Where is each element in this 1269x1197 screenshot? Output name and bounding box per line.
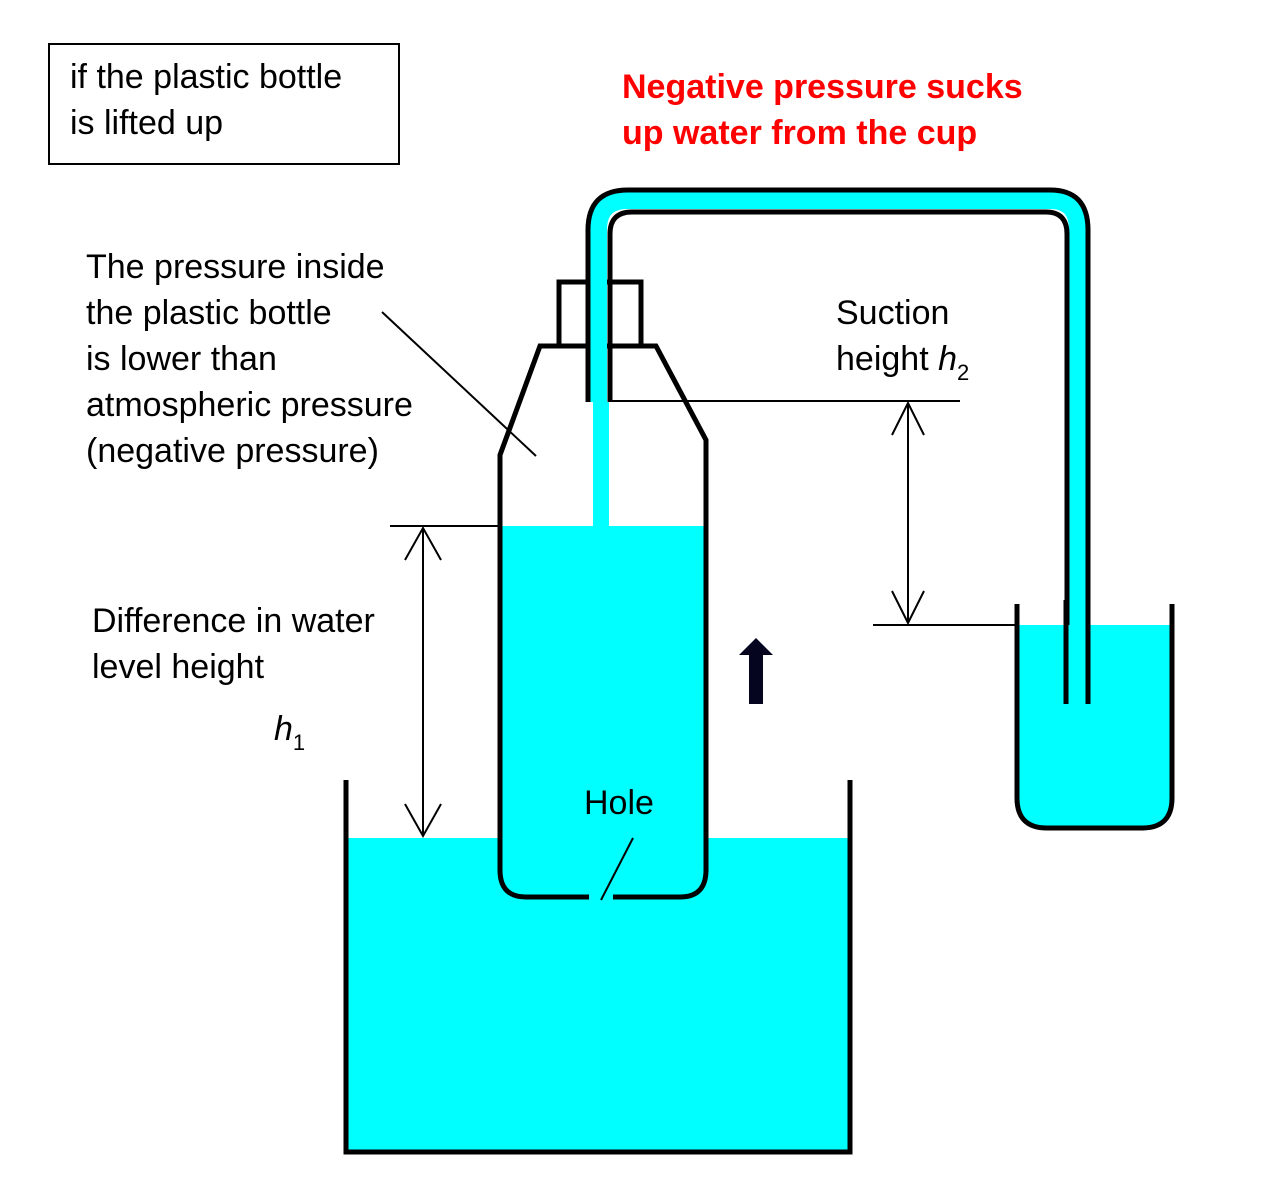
hole-label: Hole xyxy=(584,784,654,822)
condition-line-1: if the plastic bottle xyxy=(70,58,343,96)
cup-water xyxy=(1018,625,1171,827)
water-stream xyxy=(593,402,609,528)
h2-arrowhead-bottom xyxy=(891,590,925,626)
bottle-water xyxy=(500,526,706,897)
siphon-tube-outer xyxy=(585,187,1091,704)
difference-label-line-1: Difference in water xyxy=(92,602,375,640)
h2-arrowhead-top xyxy=(891,400,925,436)
suction-label-line-2: height h2 xyxy=(836,336,969,386)
pressure-note-line-3: is lower than xyxy=(86,340,277,378)
siphon-tube-fill xyxy=(589,191,1087,704)
pressure-leader-line xyxy=(381,311,537,457)
suction-label-line-1: Suction xyxy=(836,294,950,332)
pressure-note-line-4: atmospheric pressure xyxy=(86,386,413,424)
basin-outline xyxy=(343,780,853,1155)
condition-box xyxy=(48,43,400,165)
pressure-note-line-2: the plastic bottle xyxy=(86,294,332,332)
hole-leader-line xyxy=(600,837,634,901)
pressure-note-line-1: The pressure inside xyxy=(86,248,385,286)
suction-label-text: height xyxy=(836,340,939,378)
difference-label-line-2: level height xyxy=(92,648,265,686)
condition-line-2: is lifted up xyxy=(70,104,224,142)
siphon-tube-inner xyxy=(607,209,1070,704)
tube-in-cup xyxy=(1068,625,1088,704)
headline-line-2: up water from the cup xyxy=(622,114,978,152)
h1-variable: h1 xyxy=(274,710,306,755)
h1-arrowhead-bottom xyxy=(404,803,442,839)
pressure-note-line-5: (negative pressure) xyxy=(86,432,379,470)
h2-variable: h2 xyxy=(938,340,970,385)
h1-arrowhead-top xyxy=(404,525,442,561)
up-arrow-icon xyxy=(739,638,773,704)
headline-line-1: Negative pressure sucks xyxy=(622,68,1023,106)
cup-outline xyxy=(1014,604,1175,831)
